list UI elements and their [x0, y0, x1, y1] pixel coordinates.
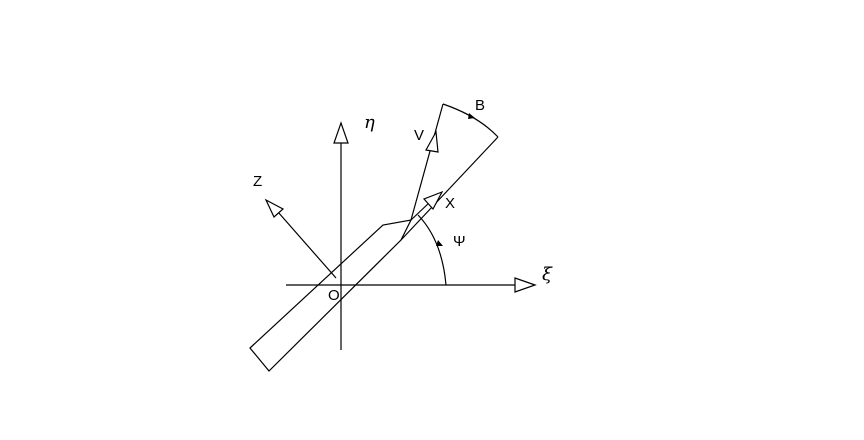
origin-label: O — [328, 287, 340, 304]
xi-axis-arrowhead — [514, 277, 537, 293]
psi-arrow-tick — [436, 240, 443, 246]
velocity-vector — [410, 103, 444, 221]
beta-angle-arc — [442, 103, 499, 138]
z-axis-arrowhead — [264, 198, 285, 218]
eta-axis-label: η — [364, 112, 375, 133]
beta-arrow-tick — [468, 113, 475, 119]
z-axis — [264, 198, 337, 279]
beta-label: B — [475, 97, 485, 114]
psi-label: Ψ — [453, 233, 466, 250]
fin-edge — [400, 136, 499, 241]
body-outline — [249, 219, 413, 372]
xi-axis — [286, 277, 537, 293]
velocity-label: V — [414, 127, 424, 144]
psi-angle-arc — [417, 214, 447, 286]
x-axis-label: X — [445, 195, 455, 212]
eta-axis-arrowhead — [333, 121, 349, 144]
x-axis — [410, 190, 444, 221]
eta-axis — [333, 121, 349, 350]
velocity-arrowhead — [425, 130, 439, 153]
x-axis-arrowhead — [422, 190, 444, 211]
xi-axis-label: ξ — [542, 264, 553, 285]
z-axis-label: Z — [253, 173, 262, 190]
